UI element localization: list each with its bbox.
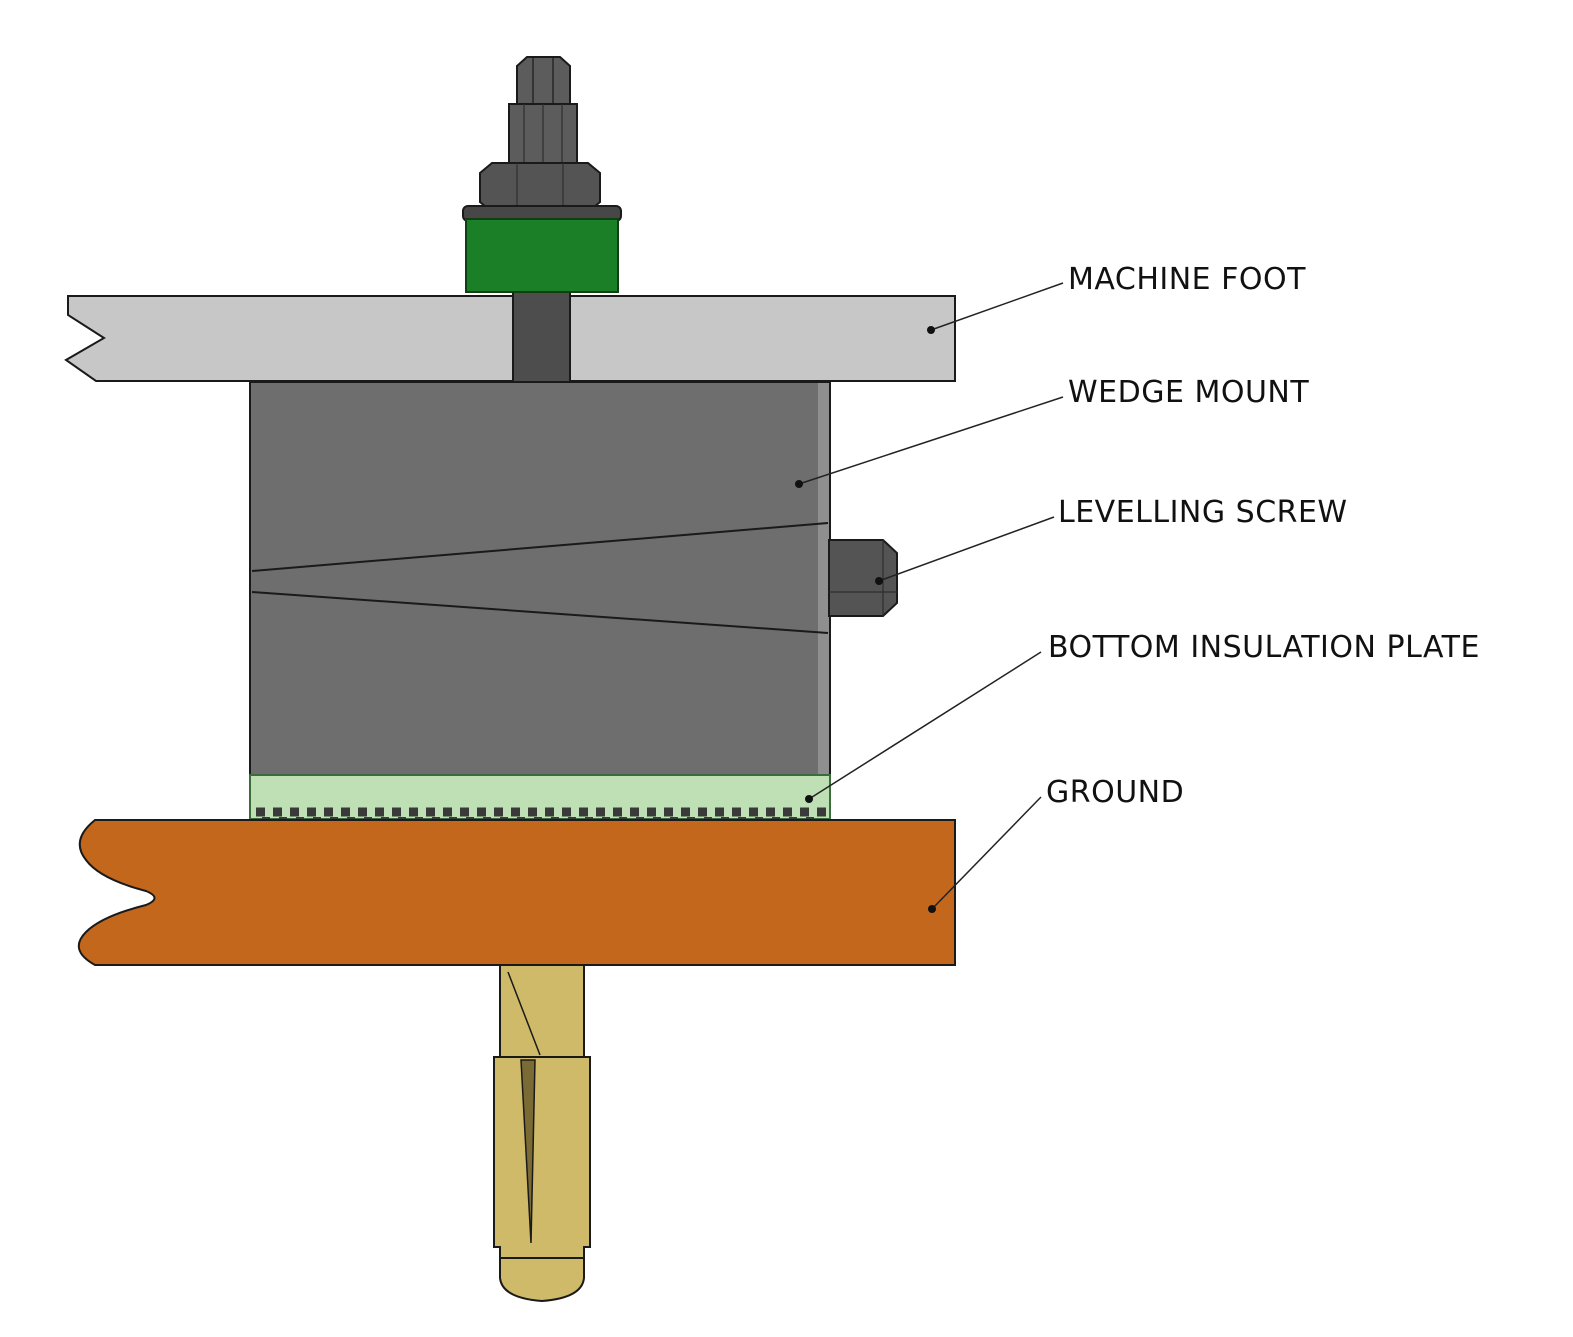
callout-machine-foot: MACHINE FOOT (927, 262, 1306, 334)
bottom-insulation-plate (249, 774, 831, 823)
wedge-interface-upper-line (251, 522, 829, 572)
leader-dot-machine-foot (927, 326, 935, 334)
wedge-mount-right-edge (818, 383, 829, 774)
callout-bottom-insulation-plate: BOTTOM INSULATION PLATE (805, 630, 1480, 803)
ground-slab (77, 819, 956, 966)
anchor-bolt (493, 904, 591, 1303)
label-levelling-screw: LEVELLING SCREW (1058, 495, 1348, 530)
anchor-expansion-wedge (520, 1059, 536, 1244)
leader-dot-wedge-mount (795, 480, 803, 488)
label-machine-foot: MACHINE FOOT (1068, 262, 1306, 297)
callout-ground: GROUND (928, 775, 1184, 913)
anchor-bolt-body (493, 904, 591, 1303)
leader-line-machine-foot (930, 282, 1064, 331)
leader-line-ground (931, 796, 1042, 910)
hex-nut (479, 162, 601, 213)
stud-shaft (512, 289, 571, 384)
callout-levelling-screw: LEVELLING SCREW (875, 495, 1348, 585)
wedge-interface-lower-line (251, 591, 829, 634)
leader-dot-ground (928, 905, 936, 913)
leader-dot-bottom-insulation-plate (805, 795, 813, 803)
leader-line-levelling-screw (878, 516, 1055, 582)
insulation-plate-body (249, 774, 831, 820)
leader-line-bottom-insulation-plate (808, 651, 1042, 800)
label-ground: GROUND (1046, 775, 1184, 810)
label-wedge-mount: WEDGE MOUNT (1068, 375, 1309, 410)
callout-wedge-mount: WEDGE MOUNT (795, 375, 1309, 488)
top-bolt-assembly (462, 56, 622, 293)
anchor-taper-line (507, 971, 541, 1056)
wedge-mount-block (249, 381, 831, 776)
top-insulation-spacer (465, 218, 619, 293)
machine-foot-plate (64, 295, 956, 382)
bolt-hex-head (516, 56, 571, 107)
leader-line-wedge-mount (798, 396, 1064, 485)
label-bottom-insulation-plate: BOTTOM INSULATION PLATE (1048, 630, 1480, 665)
leader-dot-levelling-screw (875, 577, 883, 585)
wedge-mount-body (249, 381, 831, 776)
levelling-screw-nut (828, 539, 898, 617)
